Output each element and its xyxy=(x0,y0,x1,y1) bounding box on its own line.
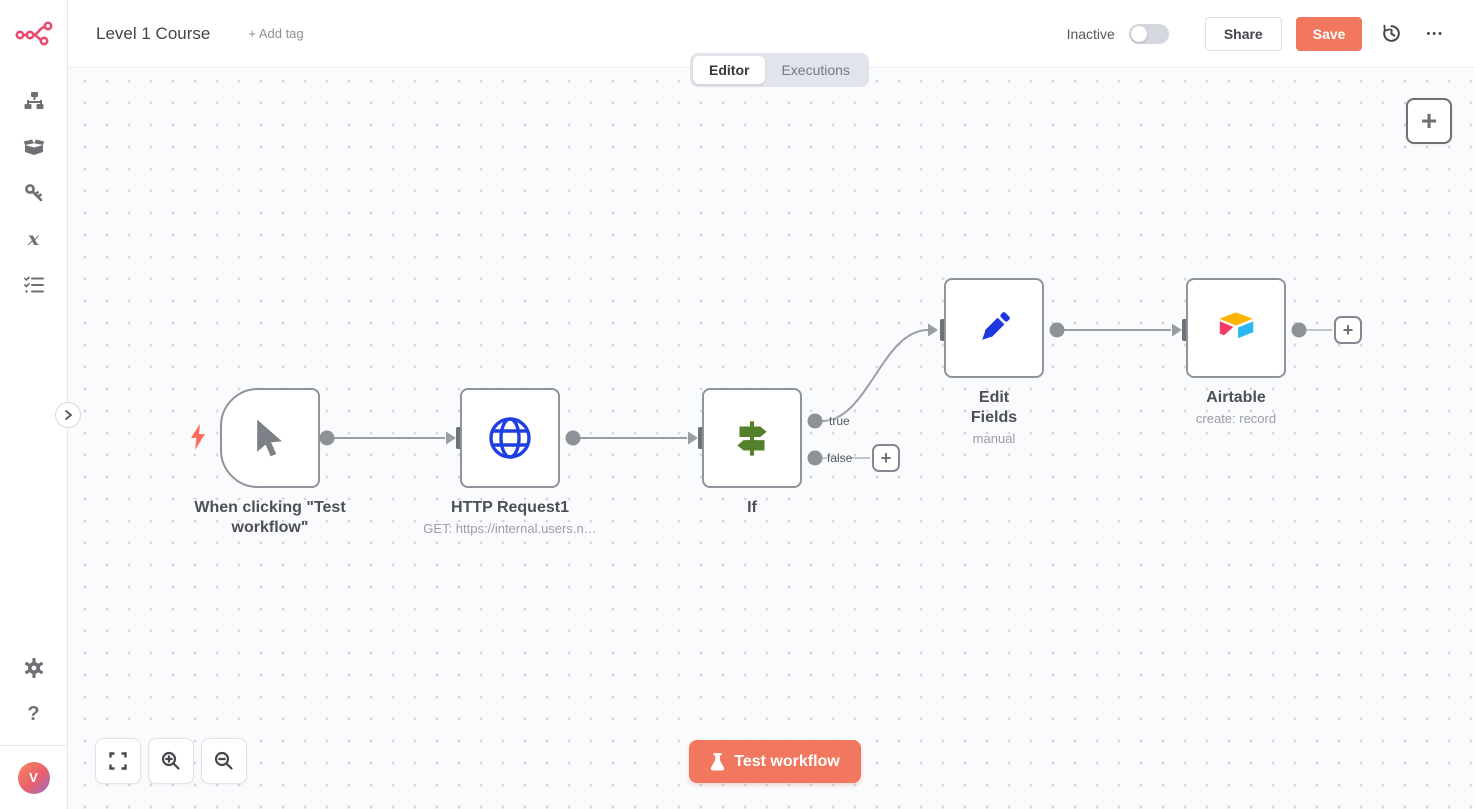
more-options-icon[interactable]: ••• xyxy=(1426,27,1444,40)
plus-icon: + xyxy=(880,448,892,468)
view-tabs: Editor Executions xyxy=(690,53,869,87)
add-node-false-branch-button[interactable]: + xyxy=(872,444,900,472)
executions-icon[interactable] xyxy=(11,262,57,308)
credentials-icon[interactable] xyxy=(11,170,57,216)
settings-gear-icon[interactable] xyxy=(11,645,57,691)
active-toggle[interactable] xyxy=(1128,23,1169,44)
user-menu[interactable]: V xyxy=(0,745,68,809)
add-tag-button[interactable]: + Add tag xyxy=(248,26,304,41)
history-icon[interactable] xyxy=(1376,23,1406,44)
node-http-request[interactable]: HTTP Request1 GET: https://internal.user… xyxy=(423,388,597,536)
workflow-title[interactable]: Level 1 Course xyxy=(96,23,211,43)
share-button[interactable]: Share xyxy=(1204,16,1282,51)
left-sidebar: x ? V xyxy=(0,0,68,809)
n8n-logo[interactable] xyxy=(14,0,53,68)
edge-if-true-editfields xyxy=(821,329,929,422)
node-if[interactable]: If xyxy=(702,388,802,516)
variables-glyph: x xyxy=(27,228,40,250)
avatar[interactable]: V xyxy=(17,761,50,794)
node-airtable[interactable]: Airtable create: record xyxy=(1186,278,1286,426)
variables-icon[interactable]: x xyxy=(11,216,57,262)
test-workflow-button[interactable]: Test workflow xyxy=(689,740,861,783)
zoom-out-button[interactable] xyxy=(201,738,247,784)
trigger-bolt-icon xyxy=(188,423,208,456)
plus-icon: + xyxy=(1342,320,1354,340)
signpost-icon xyxy=(737,421,767,456)
pencil-icon xyxy=(982,312,1010,340)
help-icon[interactable]: ? xyxy=(11,691,57,737)
templates-icon[interactable] xyxy=(11,124,57,170)
test-workflow-label: Test workflow xyxy=(734,752,840,770)
airtable-icon xyxy=(1219,312,1254,339)
add-node-after-airtable-button[interactable]: + xyxy=(1334,316,1362,344)
node-manual-trigger[interactable]: When clicking "Test workflow" xyxy=(194,388,346,536)
sidebar-expand-chevron-icon[interactable] xyxy=(55,402,81,428)
plus-icon: + xyxy=(1420,105,1438,136)
cursor-icon xyxy=(257,419,282,457)
workflows-icon[interactable] xyxy=(11,78,57,124)
toggle-knob xyxy=(1130,25,1147,42)
node-edit-fields[interactable]: Edit Fields manual xyxy=(944,278,1044,446)
zoom-in-button[interactable] xyxy=(148,738,194,784)
workflow-canvas[interactable]: When clicking "Test workflow" HTTP Reque… xyxy=(68,68,1474,809)
flask-icon xyxy=(711,752,725,770)
canvas-controls xyxy=(95,738,247,784)
add-node-button[interactable]: + xyxy=(1406,98,1452,144)
tab-editor[interactable]: Editor xyxy=(693,56,766,84)
help-glyph: ? xyxy=(27,702,40,725)
save-button[interactable]: Save xyxy=(1295,16,1363,51)
avatar-initial: V xyxy=(29,770,38,785)
zoom-to-fit-button[interactable] xyxy=(95,738,141,784)
globe-icon xyxy=(489,417,531,459)
tab-executions[interactable]: Executions xyxy=(781,62,850,78)
active-status-label: Inactive xyxy=(1066,25,1115,42)
